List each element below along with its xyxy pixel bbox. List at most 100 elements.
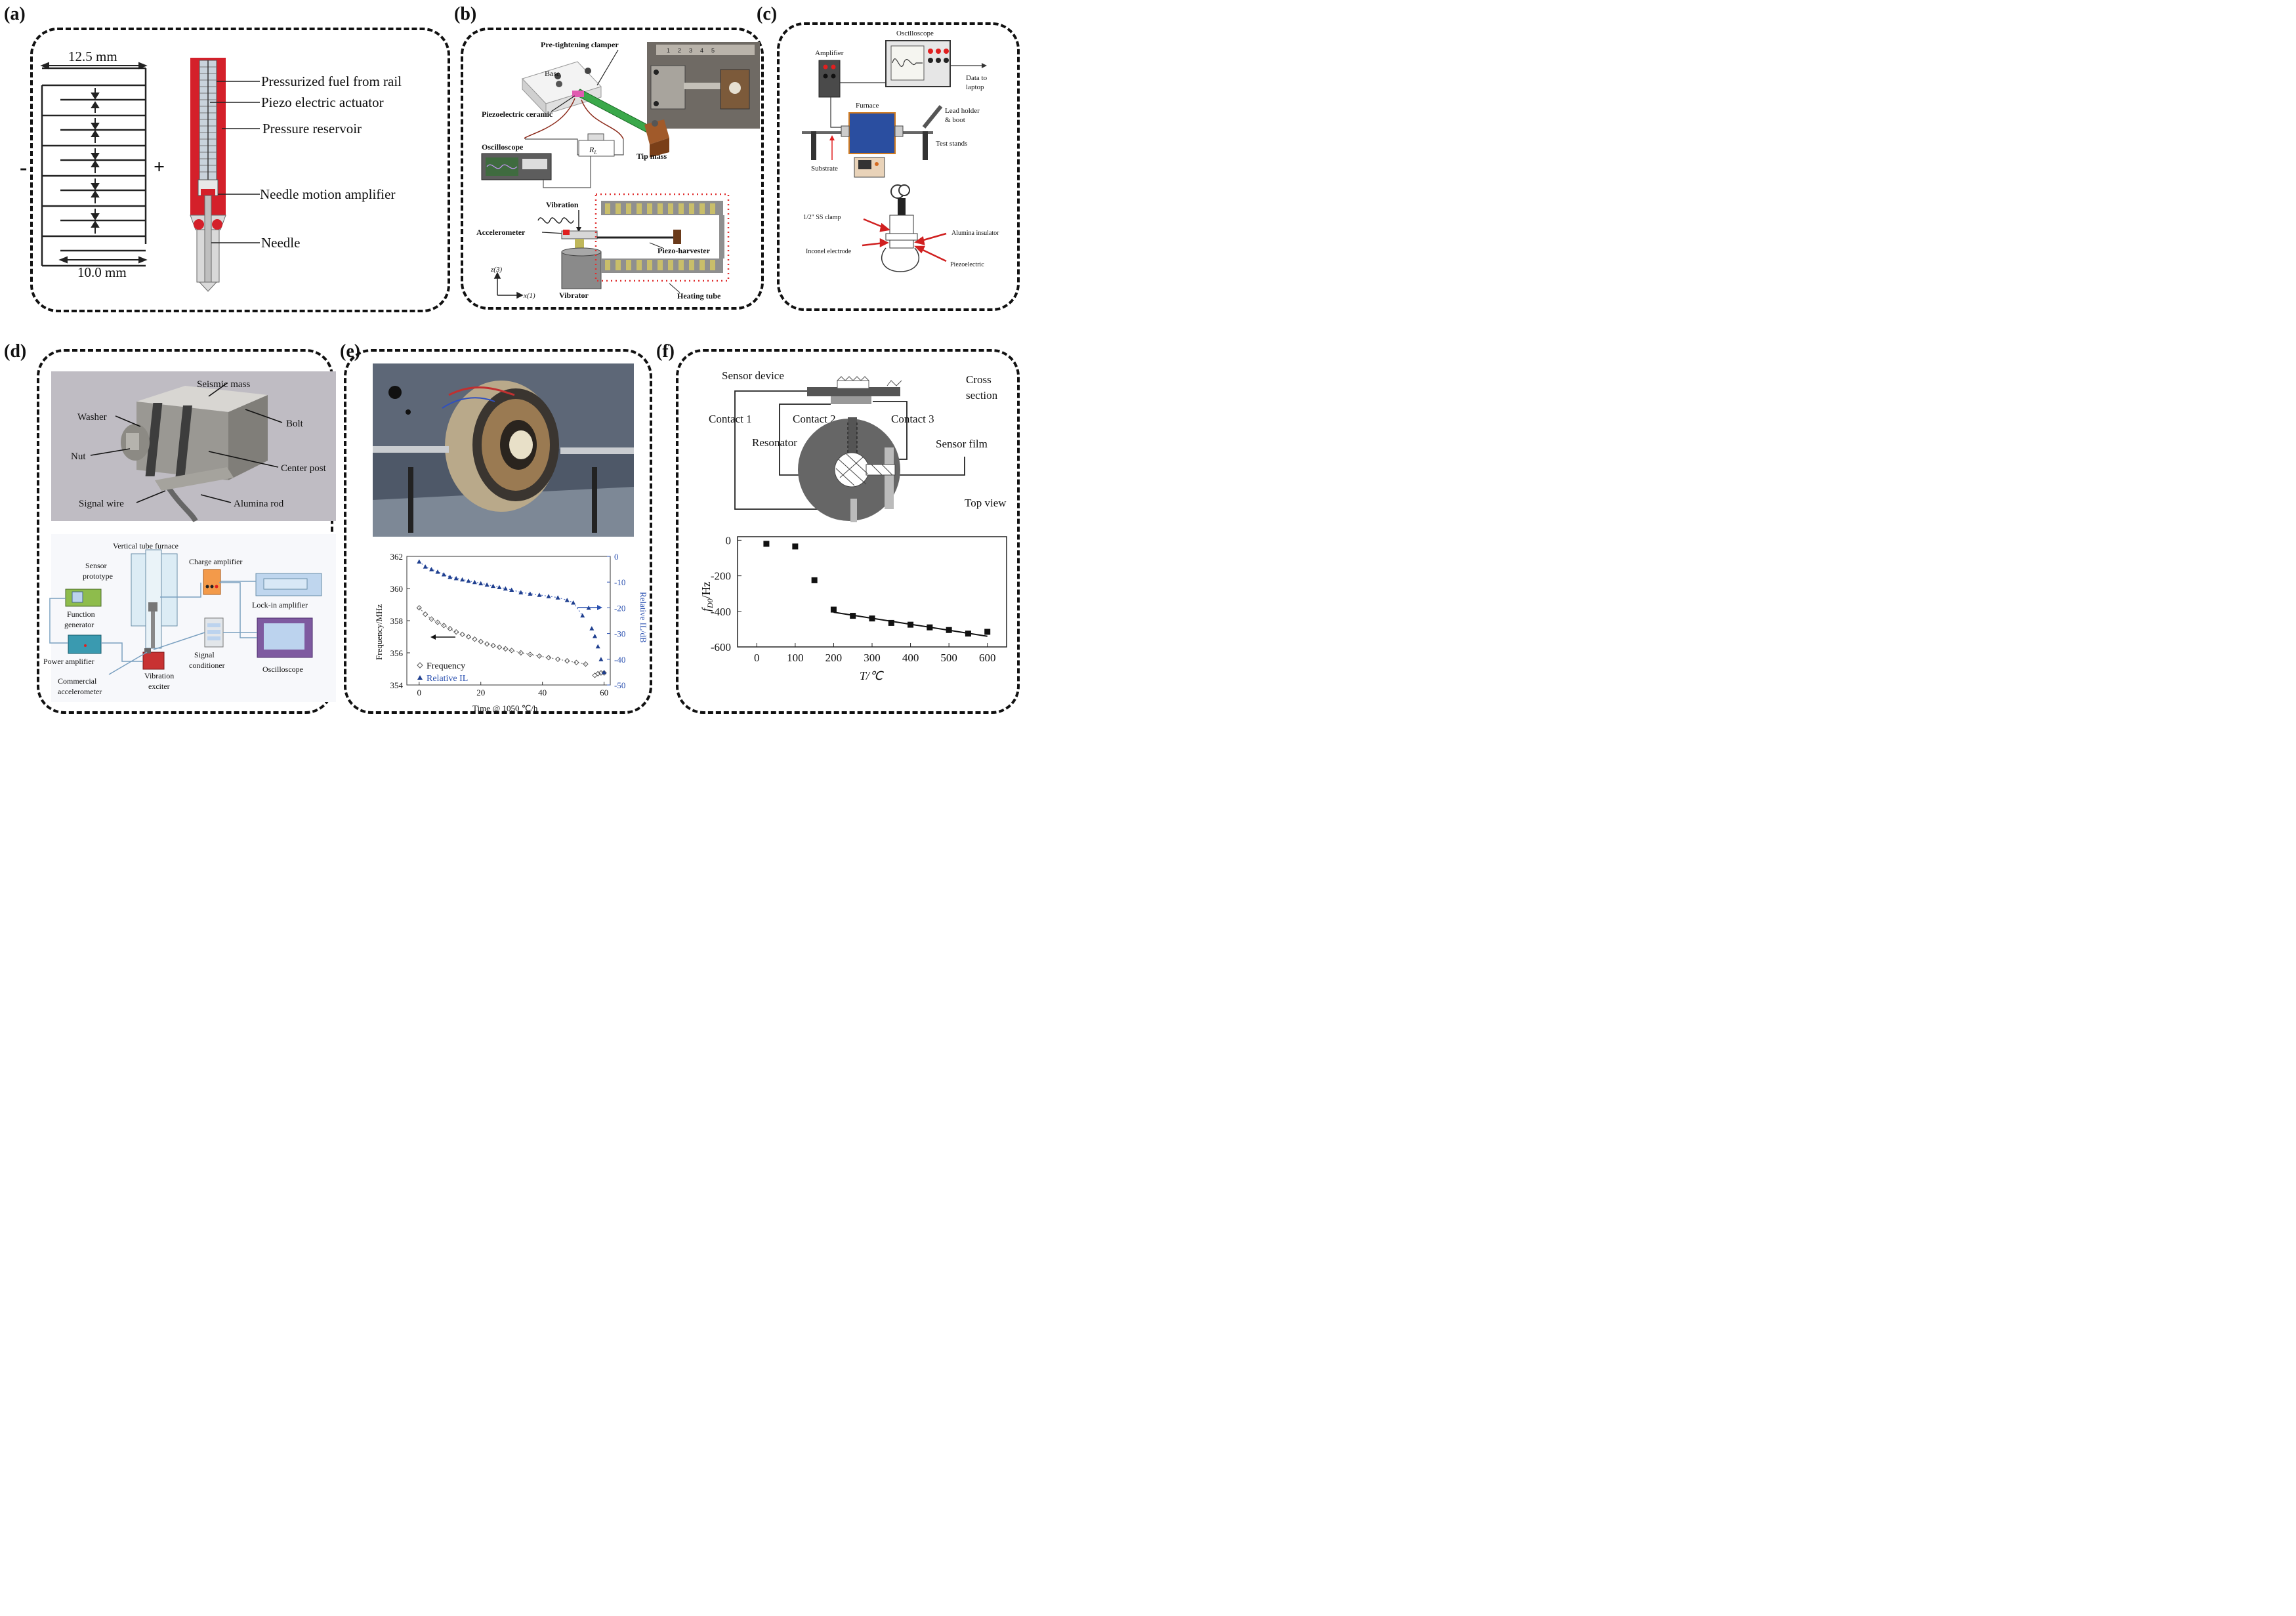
frequency-point — [496, 644, 503, 650]
il-point — [602, 669, 607, 674]
sensor-photo — [51, 371, 336, 523]
chart-e-y2tick-label: -30 — [614, 629, 625, 639]
panel-c-letter: (c) — [757, 4, 778, 24]
il-point — [589, 626, 595, 631]
frequency-point — [422, 611, 428, 617]
legend-il-marker — [417, 675, 423, 680]
chart-f-point — [888, 619, 894, 626]
legend-frequency: Frequency — [427, 661, 465, 671]
chart-f-ylabel: fD0/Hz — [699, 581, 715, 611]
frequency-point — [478, 638, 484, 645]
frequency-point — [583, 661, 589, 667]
frequency-point — [509, 648, 514, 653]
il-point — [571, 600, 576, 605]
chart-e-ytick-label: 358 — [390, 616, 404, 626]
plus-sign: + — [154, 156, 165, 178]
contact3-label: Contact 3 — [891, 413, 934, 425]
chart-f-plot-area — [737, 536, 1007, 648]
lead-holder-label: Lead holder — [945, 107, 980, 115]
contact2-label: Contact 2 — [793, 413, 836, 425]
il-trend-line — [419, 561, 583, 616]
frequency-point — [428, 616, 434, 622]
panel-d-frame — [37, 349, 333, 714]
oscilloscope-d-label: Oscilloscope — [262, 665, 303, 674]
c-red-arrows — [862, 218, 947, 262]
frequency-point — [441, 623, 447, 629]
f-top-view — [798, 417, 900, 522]
sensor-device-cross-section — [807, 376, 902, 404]
sensor-film-label: Sensor film — [936, 438, 988, 450]
charge-amp-label: Charge amplifier — [189, 557, 242, 566]
il-point — [466, 578, 471, 583]
ruler-4: 4 — [700, 47, 703, 54]
oscilloscope-label: Oscilloscope — [482, 142, 524, 152]
chart-f-point — [984, 629, 991, 635]
washer-label: Washer — [77, 412, 107, 423]
label-pressurized-fuel: Pressurized fuel from rail — [261, 73, 402, 89]
vib-exciter-1: Vibration — [144, 671, 174, 680]
chart-f-point — [850, 613, 856, 619]
il-point — [598, 657, 604, 661]
chart-f-point — [965, 631, 971, 637]
clamp-sensor — [881, 184, 920, 272]
il-point — [509, 587, 514, 592]
frequency-point — [554, 656, 561, 663]
test-stands-label: Test stands — [936, 140, 967, 148]
base-label: Base — [545, 69, 560, 78]
frequency-point — [518, 650, 524, 656]
chart-e-y2tick-label: -50 — [614, 680, 625, 690]
frequency-point — [459, 631, 465, 638]
c-amplifier-label: Amplifier — [815, 49, 844, 57]
engine-photo — [373, 363, 634, 537]
sensor-proto-2: prototype — [83, 571, 113, 581]
ruler-2: 2 — [678, 47, 681, 54]
chart-f-point — [869, 615, 875, 622]
c-oscilloscope-label: Oscilloscope — [896, 30, 934, 37]
furnace — [802, 112, 933, 178]
chart-f-ytick-label: -600 — [711, 641, 731, 653]
dim-top-label: 12.5 mm — [68, 49, 117, 64]
chart-e-y2tick-label: -10 — [614, 577, 625, 587]
polarization-arrows — [91, 88, 100, 234]
tip-mass-label: Tip mass — [637, 152, 667, 161]
minus-sign: - — [20, 155, 27, 180]
legend-relative-il: Relative IL — [427, 674, 468, 684]
chart-f-point — [792, 543, 799, 550]
signal-cond-2: conditioner — [189, 661, 225, 670]
function-gen-2: generator — [64, 620, 94, 629]
il-point — [593, 634, 598, 638]
panel-d-letter: (d) — [4, 341, 27, 362]
il-point — [472, 579, 477, 585]
il-point — [460, 577, 465, 582]
substrate-label: Substrate — [811, 165, 838, 173]
panel-b-letter: (b) — [454, 4, 477, 24]
panel-a-letter: (a) — [4, 4, 26, 24]
panel-c-diagram: Oscilloscope Data to laptop Amplifier Fu… — [802, 30, 999, 272]
vibrator-label: Vibrator — [559, 291, 589, 300]
laptop-label: laptop — [966, 83, 984, 91]
label-piezo-actuator: Piezo electric actuator — [261, 94, 384, 110]
schematic-boxes — [65, 549, 322, 670]
photo-arrows — [90, 383, 283, 503]
frequency-point — [434, 619, 441, 625]
power-amp-label: Power amplifier — [43, 657, 94, 666]
chart-f-ytick-label: -400 — [711, 606, 731, 618]
sensor-device-label: Sensor device — [722, 369, 784, 382]
frequency-point — [484, 641, 490, 647]
alumina-rod-label: Alumina rod — [234, 499, 284, 509]
il-point — [478, 581, 484, 586]
label-needle: Needle — [261, 235, 300, 251]
chart-e-ytick-label: 356 — [390, 648, 404, 658]
c-amplifier — [818, 60, 841, 98]
chart-e-ytick-label: 362 — [390, 552, 404, 562]
dim-bottom-label: 10.0 mm — [77, 264, 127, 280]
sensor-proto-1: Sensor — [85, 561, 107, 570]
il-point — [491, 583, 496, 589]
chart-e-xtick-label: 0 — [417, 688, 422, 697]
il-point — [484, 582, 490, 587]
x-axis-label: x(1) — [523, 292, 535, 300]
chart-e-y2tick-label: 0 — [614, 552, 619, 562]
frequency-point — [595, 671, 601, 677]
il-point — [453, 575, 459, 581]
lead-holder — [922, 105, 943, 129]
